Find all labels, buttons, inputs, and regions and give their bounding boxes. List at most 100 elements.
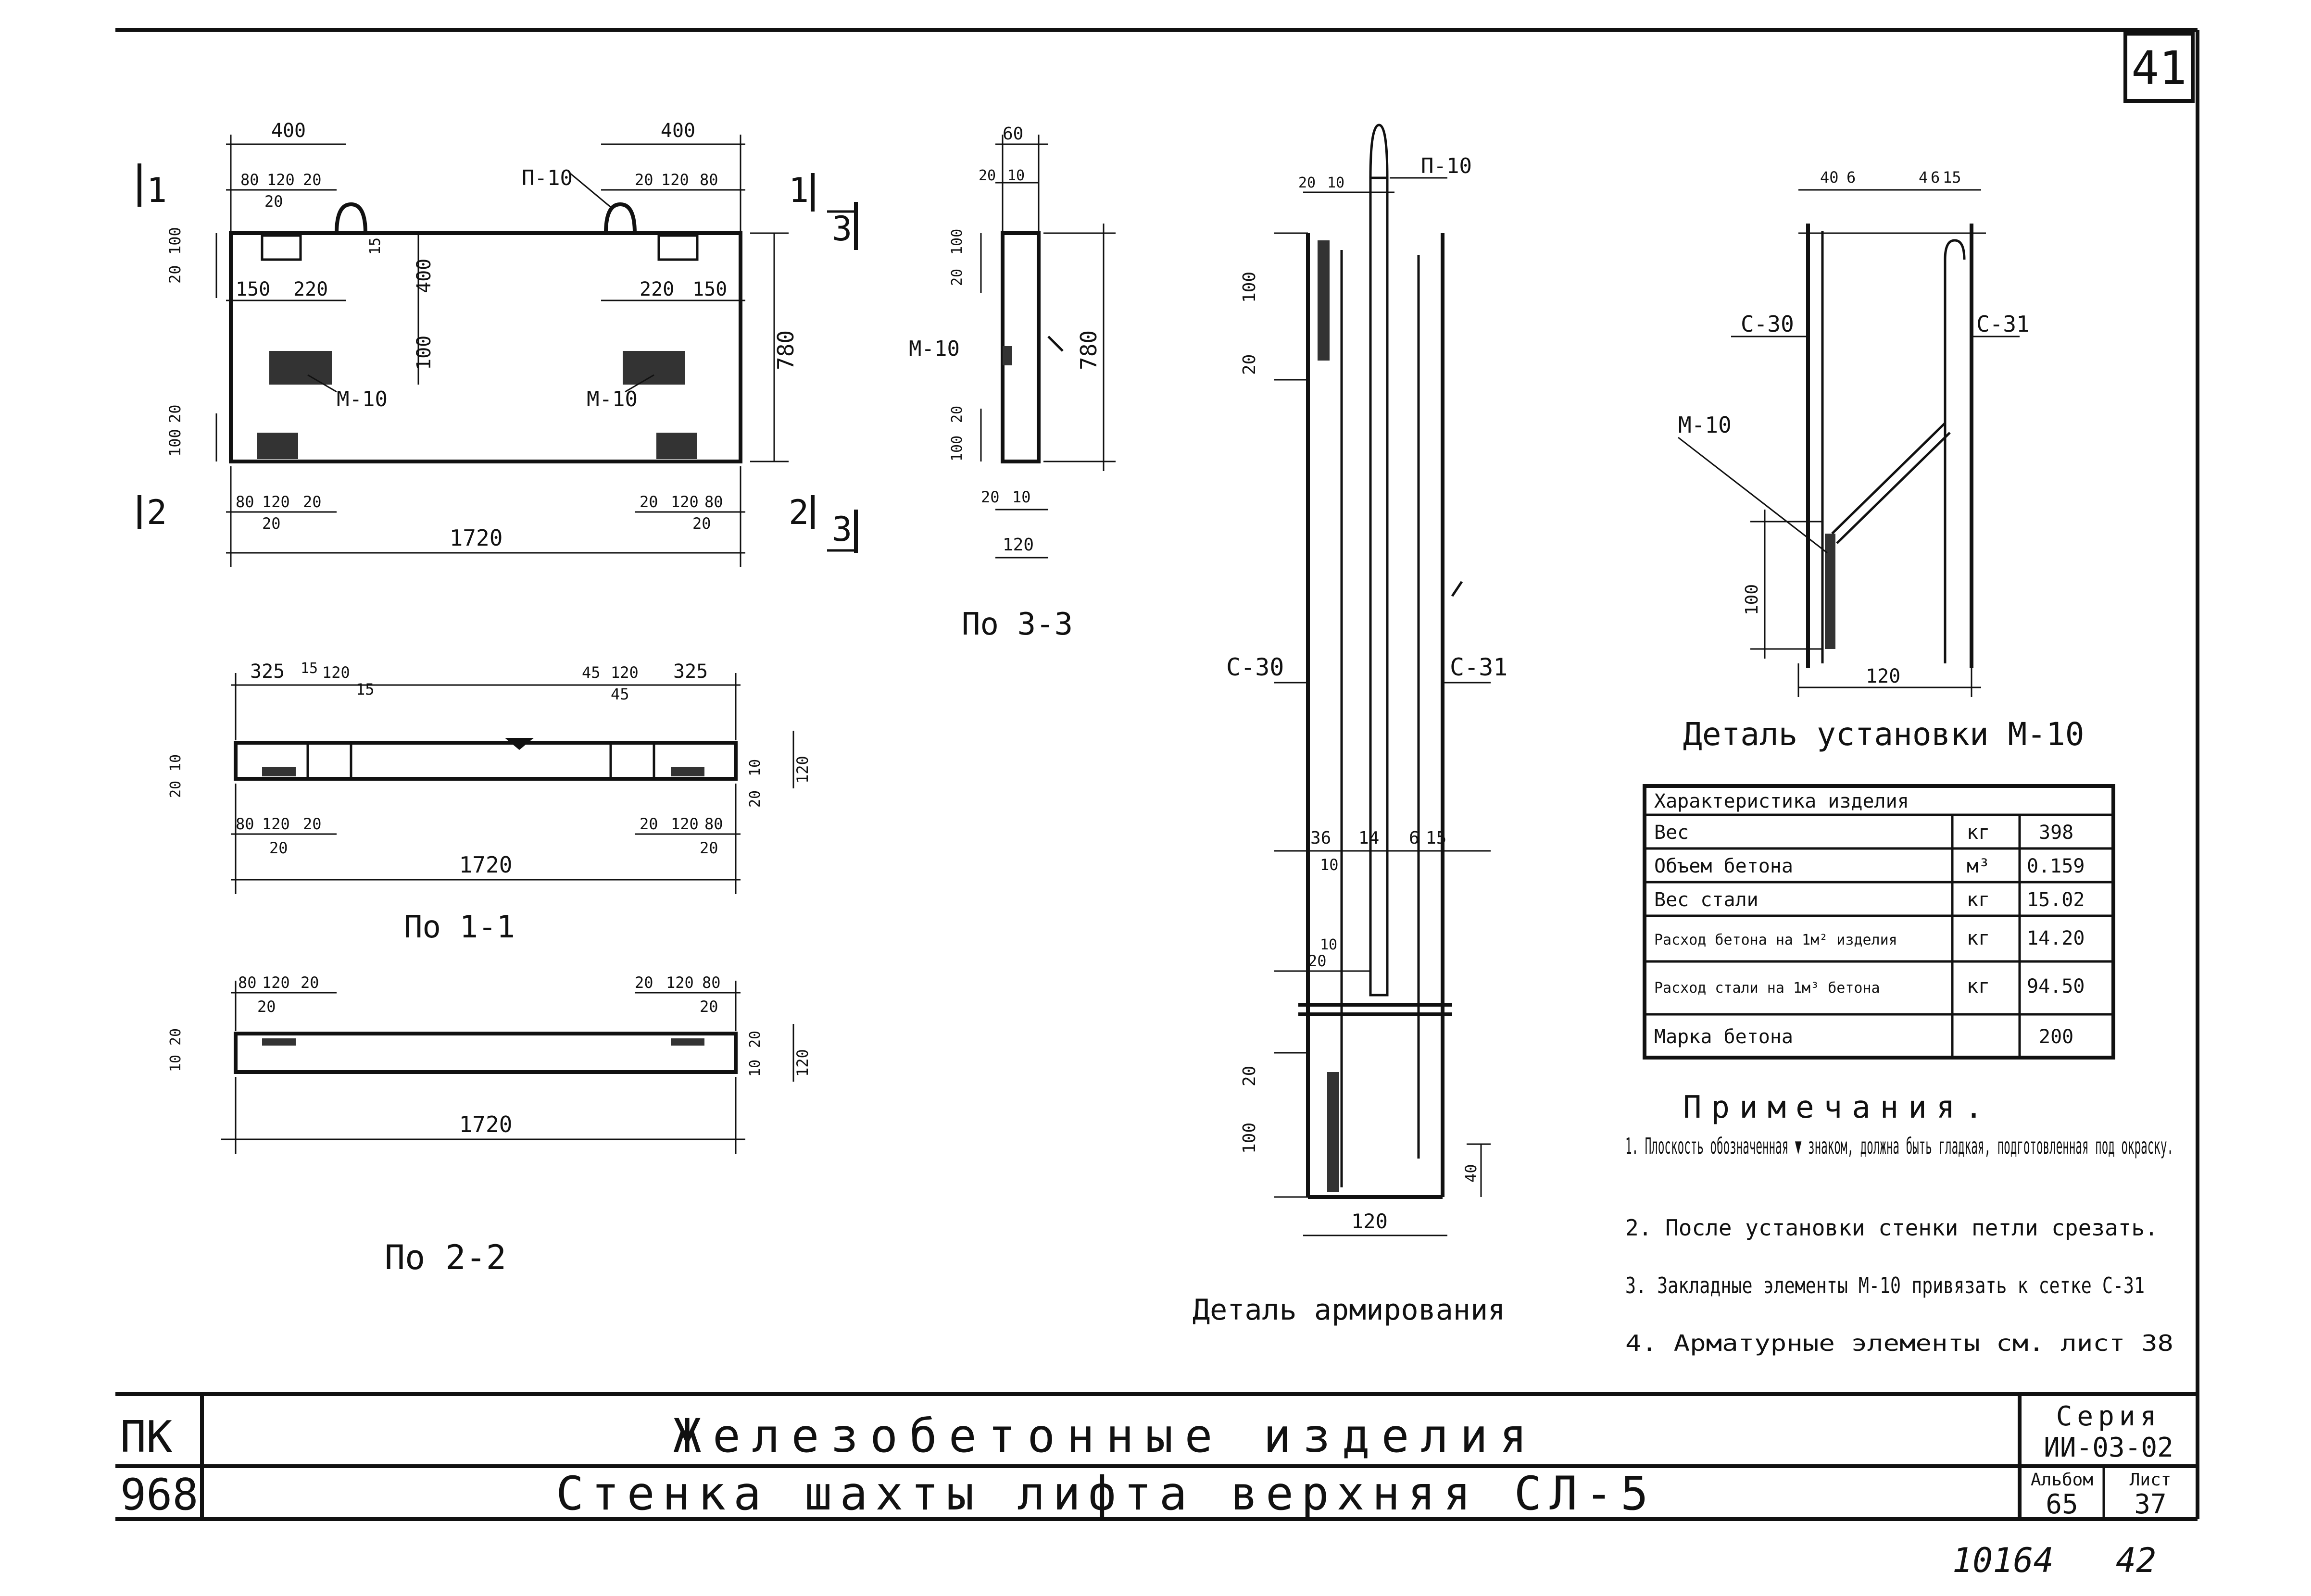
dim: 1720 bbox=[450, 525, 503, 551]
detail-caption: Деталь армирования bbox=[1193, 1293, 1505, 1327]
dim: 20 bbox=[981, 488, 1000, 506]
notes: Примечания. 1. Плоскость обозначенная ▼ … bbox=[1625, 1090, 2173, 1356]
rebar-detail bbox=[1274, 124, 1491, 1236]
row-name: Вес bbox=[1654, 822, 1689, 844]
dim: 120 bbox=[262, 493, 290, 511]
section-mark-2: 2 bbox=[789, 493, 809, 532]
dim: 100 bbox=[949, 229, 966, 255]
section-caption: По 1-1 bbox=[404, 910, 515, 945]
dim: 1720 bbox=[459, 852, 513, 878]
dim: 120 bbox=[262, 815, 290, 833]
dim: 20 bbox=[635, 171, 653, 189]
front-view bbox=[138, 135, 858, 567]
dim: 45 bbox=[611, 685, 629, 703]
album-label: Альбом bbox=[2031, 1470, 2093, 1490]
dim: 60 bbox=[1003, 124, 1023, 144]
dim: 20 bbox=[303, 493, 322, 511]
detail-caption: Деталь установки М-10 bbox=[1683, 716, 2084, 753]
rebar-detail-text: 20 10 100 20 36 10 14 6 15 20 10 20 100 … bbox=[1193, 154, 1507, 1327]
dim: 20 bbox=[167, 1028, 184, 1046]
dim: 4 bbox=[1919, 168, 1928, 187]
dim: 10 bbox=[1320, 856, 1339, 874]
dim: 120 bbox=[671, 493, 699, 511]
m10-detail-text: 40 6 4 6 15 100 120 С-30 С-31 М-10 Детал… bbox=[1678, 168, 2084, 753]
dim: 15 bbox=[301, 660, 318, 677]
dim: 20 bbox=[700, 839, 718, 857]
note-item: 2. После установки стенки петли срезать. bbox=[1625, 1215, 2158, 1241]
notes-title: Примечания. bbox=[1683, 1090, 1993, 1125]
dim: 20 bbox=[635, 973, 653, 992]
dim: 120 bbox=[1003, 535, 1034, 555]
dim: 100 bbox=[166, 429, 184, 457]
dim: 20 bbox=[167, 781, 184, 798]
mesh-label-left: С-30 bbox=[1226, 653, 1284, 681]
dim: 20 bbox=[1240, 1066, 1259, 1086]
dim: 120 bbox=[661, 171, 689, 189]
dim: 80 bbox=[236, 815, 254, 833]
sheet-value: 37 bbox=[2134, 1489, 2166, 1520]
title-main: Железобетонные изделия bbox=[673, 1409, 1539, 1463]
section-3-3-text: 60 20 10 20 100 780 100 20 20 10 120 М-1… bbox=[909, 124, 1102, 642]
dim: 325 bbox=[673, 661, 708, 683]
note-item: 4. Арматурные элементы см. лист 38 bbox=[1625, 1330, 2173, 1356]
dim: 100 bbox=[166, 227, 184, 255]
dim: 400 bbox=[661, 120, 695, 142]
dim: 20 bbox=[166, 265, 184, 284]
note-item: 3. Закладные элементы М-10 привязать к с… bbox=[1625, 1272, 2145, 1298]
row-value: 0.159 bbox=[2027, 855, 2085, 877]
row-unit: кг bbox=[1967, 822, 1990, 844]
dim: 6 bbox=[1409, 828, 1419, 848]
footer-number: 10164 bbox=[1952, 1541, 2054, 1580]
dim: 80 bbox=[240, 171, 259, 189]
dim: 120 bbox=[262, 973, 290, 992]
row-value: 94.50 bbox=[2027, 975, 2085, 998]
dim: 36 bbox=[1310, 828, 1331, 848]
dim: 20 bbox=[747, 1031, 764, 1048]
dim: 20 bbox=[303, 171, 322, 189]
dim: 150 bbox=[692, 278, 727, 300]
sheet-frame bbox=[115, 28, 2199, 1521]
dim: 20 bbox=[700, 998, 718, 1016]
dim: 20 bbox=[949, 269, 966, 286]
dim: 120 bbox=[611, 663, 639, 682]
dim: 10 bbox=[167, 754, 184, 772]
dim: 400 bbox=[271, 120, 306, 142]
dim: 100 bbox=[413, 336, 435, 370]
dim: 80 bbox=[700, 171, 718, 189]
dim: 150 bbox=[236, 278, 270, 300]
dim: 20 bbox=[640, 815, 658, 833]
loop-label: П-10 bbox=[522, 166, 573, 190]
footer-sheet: 42 bbox=[2116, 1541, 2156, 1580]
dim: 10 bbox=[1012, 488, 1031, 506]
dim: 80 bbox=[702, 973, 721, 992]
dim: 40 bbox=[1820, 168, 1839, 187]
dim: 6 bbox=[1846, 168, 1856, 187]
dim: 20 bbox=[301, 973, 319, 992]
row-unit: м³ bbox=[1967, 855, 1990, 877]
mesh-label-c31: С-31 bbox=[1976, 311, 2030, 337]
series-label: Серия bbox=[2056, 1401, 2161, 1432]
dim: 400 bbox=[413, 259, 435, 293]
dim: 15 bbox=[367, 237, 384, 255]
sheet-number: 41 bbox=[2131, 41, 2187, 95]
dim: 20 bbox=[269, 839, 288, 857]
dim: 80 bbox=[704, 493, 723, 511]
row-name: Марка бетона bbox=[1654, 1026, 1793, 1048]
mesh-label-c30: С-30 bbox=[1741, 311, 1794, 337]
dim: 6 bbox=[1931, 168, 1940, 187]
dim: 100 bbox=[949, 436, 966, 461]
title-product: Стенка шахты лифта верхняя СЛ-5 bbox=[556, 1467, 1656, 1521]
row-name: Расход стали на 1м³ бетона bbox=[1654, 980, 1880, 997]
dim: 80 bbox=[704, 815, 723, 833]
row-unit: кг bbox=[1967, 889, 1990, 911]
dim: 100 bbox=[1742, 584, 1762, 615]
title-block: ПК 968 Железобетонные изделия Стенка шах… bbox=[120, 1401, 2173, 1521]
loop-label: П-10 bbox=[1421, 154, 1472, 178]
section-mark-2: 2 bbox=[147, 493, 167, 532]
row-value: 14.20 bbox=[2027, 927, 2085, 949]
embed-label: М-10 bbox=[1678, 412, 1732, 438]
dim: 40 bbox=[1462, 1164, 1480, 1183]
dim: 780 bbox=[773, 330, 799, 370]
embed-label: М-10 bbox=[909, 337, 960, 361]
